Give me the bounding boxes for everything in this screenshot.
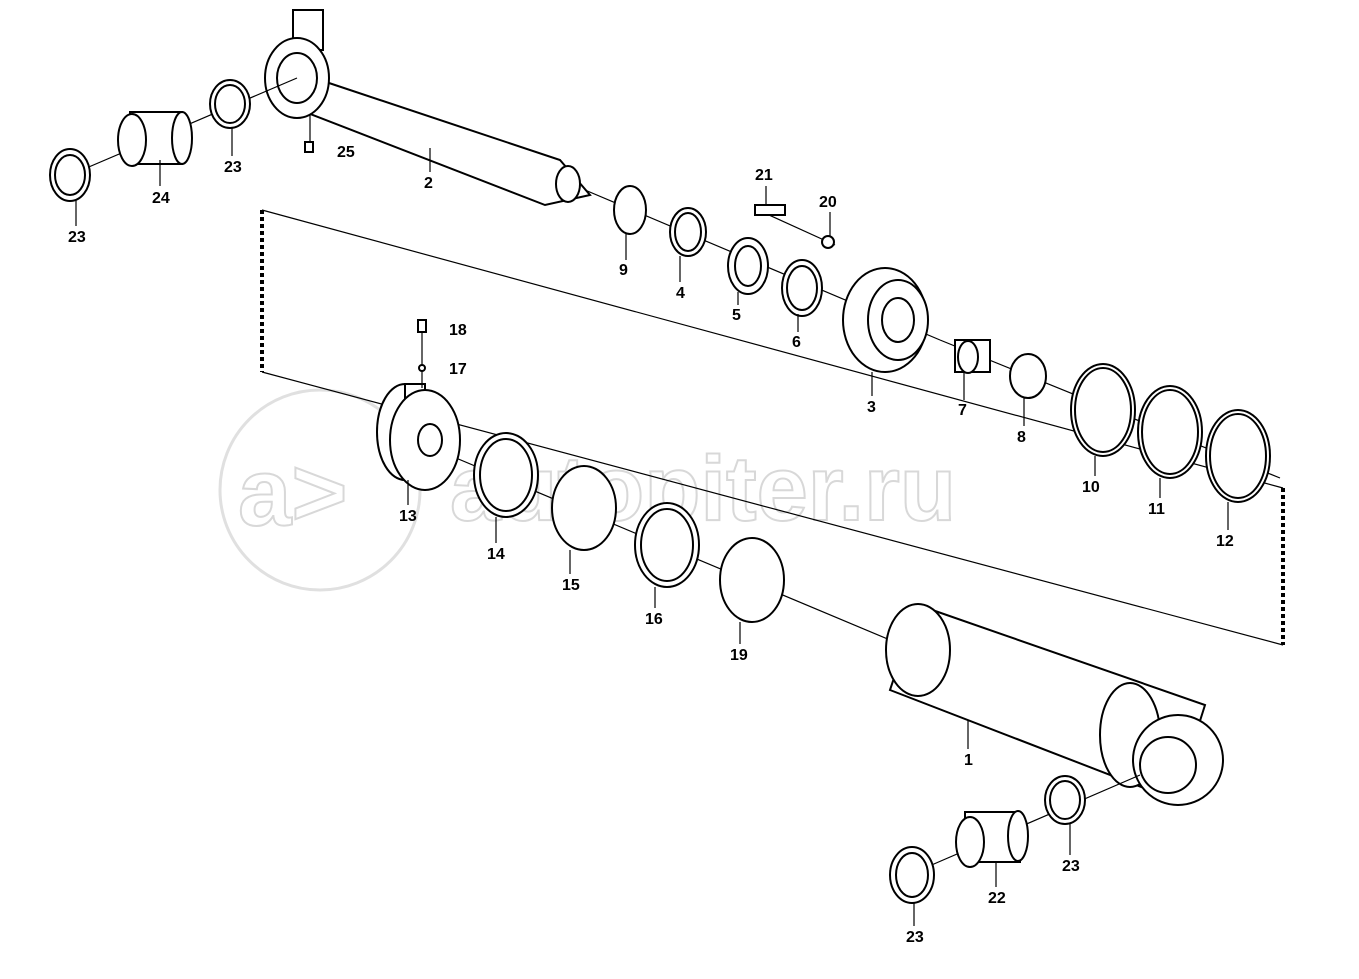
callout-20: 20 <box>819 194 837 211</box>
callout-25: 25 <box>337 144 355 161</box>
callout-12: 12 <box>1216 533 1234 550</box>
callout-11: 11 <box>1148 501 1165 518</box>
leader-lines <box>75 128 1229 926</box>
callout-2: 2 <box>424 175 433 192</box>
callout-23: 23 <box>224 159 242 176</box>
callout-18: 18 <box>449 322 467 339</box>
watermark-logo: a> <box>238 439 347 546</box>
upper-seal-parts <box>584 185 1281 503</box>
callout-6: 6 <box>792 334 801 351</box>
callout-24: 24 <box>152 190 170 207</box>
callout-23: 23 <box>68 229 86 246</box>
callout-16: 16 <box>645 611 663 628</box>
callout-14: 14 <box>487 546 505 563</box>
callout-1: 1 <box>964 752 973 769</box>
callout-3: 3 <box>867 399 876 416</box>
callout-13: 13 <box>399 508 417 525</box>
piston-assembly <box>376 319 891 641</box>
callout-8: 8 <box>1017 429 1026 446</box>
callout-5: 5 <box>732 307 741 324</box>
callout-22: 22 <box>988 890 1006 907</box>
callout-23: 23 <box>1062 858 1080 875</box>
callout-21: 21 <box>755 167 773 184</box>
callout-17: 17 <box>449 361 467 378</box>
callout-4: 4 <box>676 285 685 302</box>
callout-10: 10 <box>1082 479 1100 496</box>
callout-15: 15 <box>562 577 580 594</box>
callout-labels: 23 24 23 25 2 9 4 21 20 5 6 3 7 8 10 11 … <box>68 144 1234 946</box>
callout-9: 9 <box>619 262 628 279</box>
callout-23: 23 <box>906 929 924 946</box>
rod-end-bushing <box>49 77 298 202</box>
piston-rod <box>264 9 592 207</box>
callout-7: 7 <box>958 402 967 419</box>
cylinder-barrel <box>885 603 1224 904</box>
callout-19: 19 <box>730 647 748 664</box>
